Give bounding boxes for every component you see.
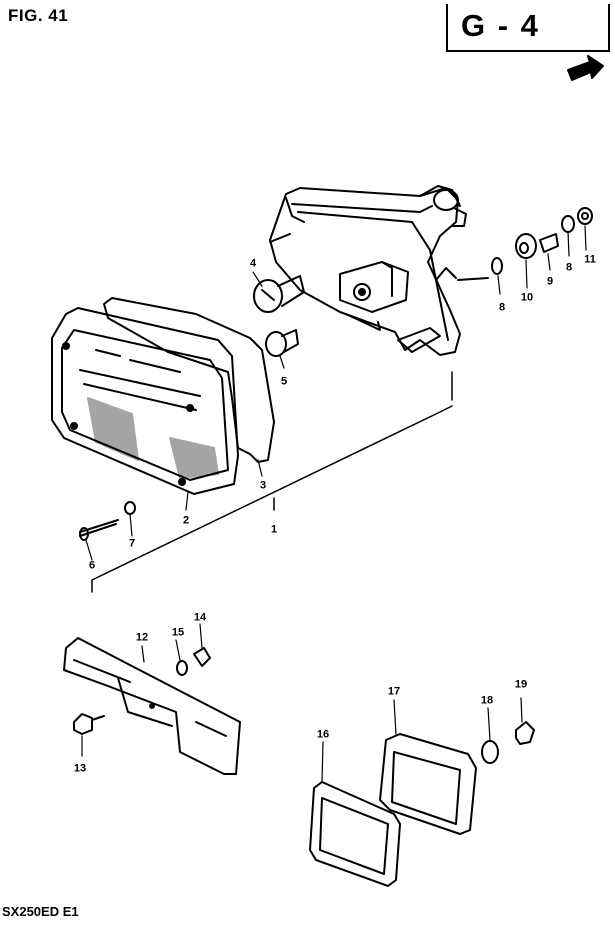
part-label-9: 9 — [546, 275, 554, 288]
fastener-stack-drawing — [492, 208, 592, 274]
bulb-stop-drawing — [254, 276, 304, 312]
part-label-8: 8 — [498, 301, 506, 314]
lens-washer-drawing — [125, 502, 135, 514]
leader-lines — [82, 226, 586, 782]
section-code-box — [446, 4, 610, 52]
reflector-drawing — [310, 782, 400, 886]
bracket-fasteners-drawing — [74, 648, 210, 734]
model-code: SX250ED E1 — [2, 904, 79, 919]
reflector-holder-drawing — [380, 734, 476, 834]
part-label-11: 11 — [584, 253, 596, 266]
part-label-15: 15 — [171, 626, 185, 639]
part-label-17: 17 — [387, 685, 401, 698]
page-arrow-icon — [568, 56, 603, 80]
part-label-16: 16 — [316, 728, 330, 741]
part-label-19: 19 — [514, 678, 528, 691]
part-label-1: 1 — [270, 523, 278, 536]
part-label-5: 5 — [280, 375, 288, 388]
license-bracket-drawing — [64, 638, 240, 774]
part-label-3: 3 — [259, 479, 267, 492]
lens-screw-drawing — [80, 520, 118, 540]
reflector-fasteners-drawing — [482, 722, 534, 763]
part-label-13: 13 — [73, 762, 87, 775]
part-label-14: 14 — [193, 611, 207, 624]
lens-drawing — [52, 308, 238, 494]
part-label-18: 18 — [480, 694, 494, 707]
part-label-10: 10 — [520, 291, 534, 304]
part-label-8b: 8 — [565, 261, 573, 274]
assembly-bracket-line — [92, 372, 452, 592]
bulb-small-drawing — [266, 330, 298, 356]
part-label-6: 6 — [88, 559, 96, 572]
figure-label: FIG. 41 — [8, 6, 69, 25]
section-code: G - 4 — [461, 8, 540, 43]
part-label-4: 4 — [249, 257, 257, 270]
part-label-2: 2 — [182, 514, 190, 527]
part-label-12: 12 — [135, 631, 149, 644]
tail-lamp-housing — [270, 186, 488, 355]
part-label-7: 7 — [128, 537, 136, 550]
